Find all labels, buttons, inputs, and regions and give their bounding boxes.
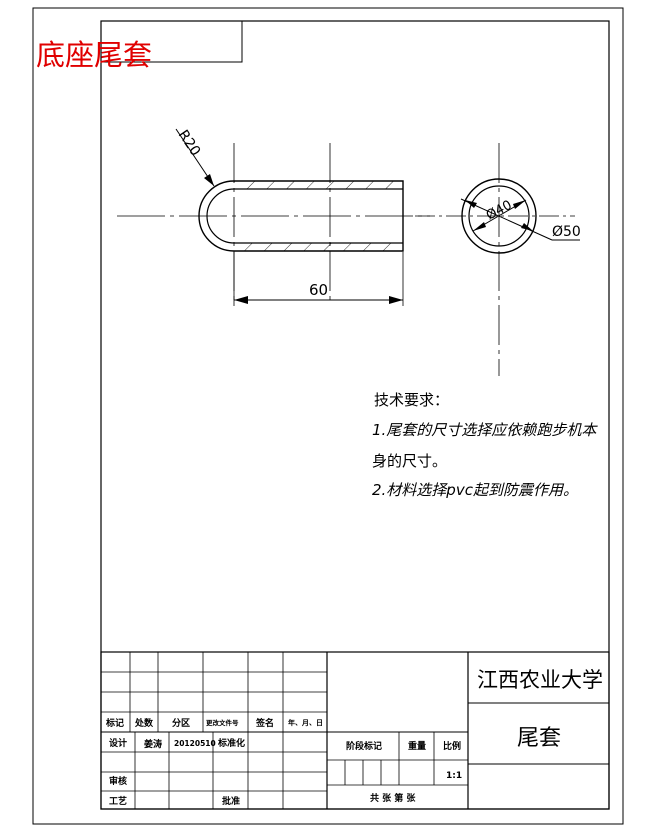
design-date: 20120510: [174, 739, 216, 748]
inner-diameter-arrow-a: [473, 222, 486, 231]
design-label: 设计: [109, 737, 127, 749]
designer-name: 姜涛: [144, 738, 162, 750]
inner-diameter-arrow-b: [513, 200, 526, 209]
tube-outer-profile: [198, 180, 404, 252]
scale-value: 1:1: [446, 771, 462, 781]
outer-ring: [461, 178, 537, 254]
header-count: 处数: [134, 717, 154, 729]
radius-arrowhead: [204, 174, 214, 186]
sheet-count: 共 张 第 张: [370, 792, 416, 804]
header-mark: 标记: [105, 717, 124, 729]
notes-line-2: 身的尺寸。: [372, 452, 447, 470]
radius-dimension-label: R20: [175, 127, 204, 159]
scale-label: 比例: [443, 740, 461, 752]
tube-wall-top-hatch: [234, 181, 403, 189]
outer-diameter-line: [460, 198, 553, 241]
header-zone: 分区: [172, 717, 190, 729]
header-date: 年、月、日: [288, 718, 323, 727]
standardization-label: 标准化: [217, 737, 245, 749]
notes-line-3: 2.材料选择pvc起到防震作用。: [372, 481, 578, 499]
part-name: 尾套: [517, 726, 561, 751]
tube-inner-profile: [206, 188, 403, 244]
length-dimension-label: 60: [309, 281, 328, 299]
review-label: 审核: [109, 775, 127, 787]
stamp-title: 底座尾套: [36, 38, 152, 72]
outer-diameter-arrow-b: [521, 223, 533, 231]
length-arrow-left: [234, 296, 248, 304]
tube-wall-bottom-hatch: [234, 243, 403, 251]
inner-ring: [468, 185, 530, 247]
outer-diameter-label: Ø50: [552, 224, 581, 240]
process-label: 工艺: [109, 795, 127, 807]
title-block: [100, 651, 610, 810]
stage-mark-label: 阶段标记: [346, 740, 382, 752]
weight-label: 重量: [408, 740, 426, 752]
header-change-doc: 更改文件号: [206, 718, 239, 727]
notes-line-1: 1.尾套的尺寸选择应依赖跑步机本: [372, 421, 598, 439]
notes-heading: 技术要求：: [374, 391, 449, 409]
outer-sheet-border: [32, 7, 624, 825]
length-arrow-right: [389, 296, 403, 304]
header-signature: 签名: [255, 717, 274, 729]
approve-label: 批准: [222, 795, 240, 807]
outer-diameter-arrow-a: [465, 200, 477, 208]
stamp-box: [100, 20, 243, 63]
university-name: 江西农业大学: [477, 668, 603, 692]
